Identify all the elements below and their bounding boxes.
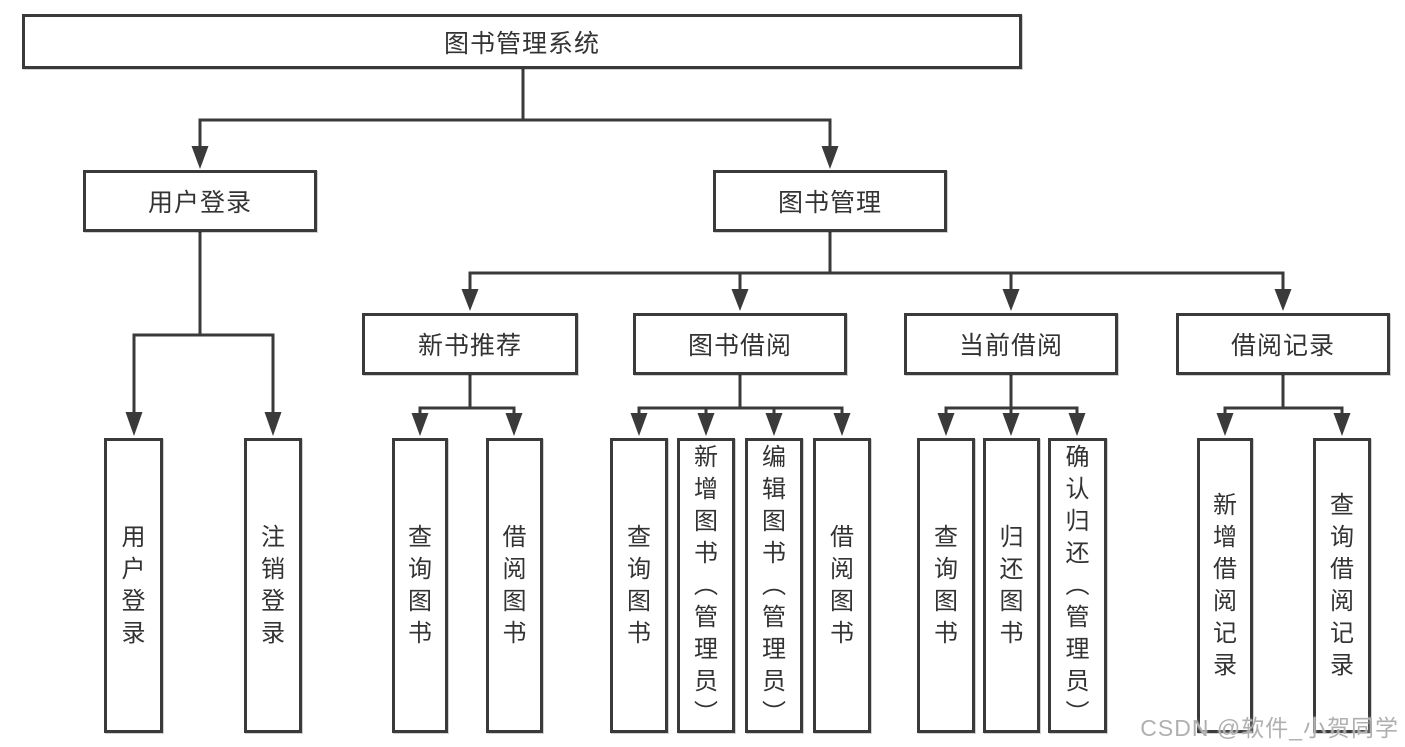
arrowhead [125, 412, 143, 436]
connector-root [198, 67, 832, 150]
connector-user-login [132, 230, 275, 416]
arrowhead [765, 413, 783, 436]
arrowhead [697, 413, 715, 436]
leaf-label: 用户登录 [121, 523, 146, 647]
node-current-borrow: 当前借阅 [904, 313, 1118, 375]
connector-current-borrow [944, 373, 1079, 417]
arrowhead [1002, 289, 1020, 311]
leaf-label: 查询借阅记录 [1330, 491, 1354, 679]
node-new-book-rec: 新书推荐 [362, 313, 578, 375]
node-book-borrow: 图书借阅 [633, 313, 847, 375]
node-bb-query: 查询图书 [610, 438, 668, 733]
node-book-mgmt: 图书管理 [713, 170, 947, 232]
leaf-label: 查询图书 [627, 523, 651, 647]
node-nb-borrow: 借阅图书 [486, 438, 543, 733]
connector-borrow-records [1223, 373, 1344, 417]
arrowhead [1002, 413, 1020, 436]
node-bb-edit: 编辑图书︵管理员︶ [745, 438, 803, 733]
node-cb-query: 查询图书 [917, 438, 975, 733]
node-bb-borrow: 借阅图书 [813, 438, 871, 733]
connector-book-borrow [637, 373, 844, 417]
arrowhead [461, 289, 479, 311]
connector-book-mgmt [468, 230, 1285, 293]
node-user-login: 用户登录 [83, 170, 317, 232]
arrowhead [937, 413, 955, 436]
arrowhead [264, 412, 282, 436]
arrowhead [821, 146, 839, 169]
leaf-label: 查询图书 [934, 523, 958, 647]
node-cb-confirm: 确认归还︵管理员︶ [1048, 438, 1107, 733]
arrowhead [1333, 413, 1351, 436]
node-cb-return: 归还图书 [983, 438, 1040, 733]
arrowhead [1216, 413, 1234, 436]
node-leaf-logout: 注销登录 [244, 438, 302, 733]
arrowhead [833, 413, 851, 436]
arrowhead [505, 413, 523, 436]
arrowhead [630, 413, 648, 436]
leaf-label: 新增借阅记录 [1213, 491, 1237, 679]
arrowheads [125, 146, 1351, 436]
node-bb-add: 新增图书︵管理员︶ [677, 438, 735, 733]
leaf-label: 借阅图书 [502, 523, 527, 647]
node-borrow-records: 借阅记录 [1176, 313, 1390, 375]
connector-new-book-rec [418, 373, 516, 417]
arrowhead [1068, 413, 1086, 436]
node-root: 图书管理系统 [22, 14, 1022, 69]
arrowhead [411, 413, 429, 436]
leaf-label: 借阅图书 [830, 523, 854, 647]
node-leaf-user-login: 用户登录 [104, 438, 163, 733]
leaf-label: 新增图书︵管理员︶ [694, 443, 718, 727]
node-br-query: 查询借阅记录 [1313, 438, 1371, 733]
arrowhead [1274, 289, 1292, 311]
node-nb-query: 查询图书 [392, 438, 448, 733]
leaf-label: 编辑图书︵管理员︶ [762, 443, 786, 727]
leaf-label: 查询图书 [408, 523, 432, 647]
arrowhead [191, 146, 209, 169]
arrowhead [731, 289, 749, 311]
leaf-label: 确认归还︵管理员︶ [1065, 443, 1090, 727]
csdn-watermark: CSDN @软件_小贺同学 [1140, 715, 1399, 741]
node-br-add: 新增借阅记录 [1197, 438, 1253, 733]
leaf-label: 归还图书 [999, 523, 1024, 647]
leaf-label: 注销登录 [261, 523, 285, 647]
